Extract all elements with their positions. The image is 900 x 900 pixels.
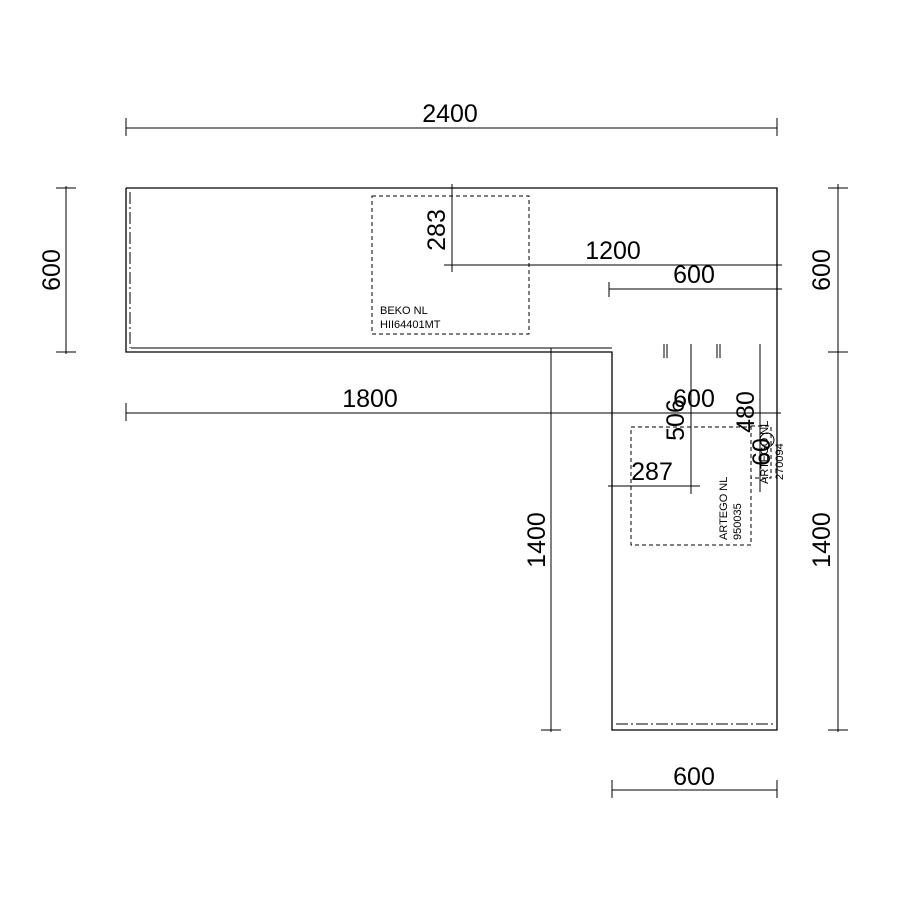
dim-sink-506: 506	[662, 344, 692, 494]
tap-brand: ARTEGO NL	[759, 421, 771, 484]
dim-sink-287-label: 287	[631, 458, 673, 486]
dim-right-leg-label: 1400	[808, 512, 836, 568]
hob-brand: BEKO NL	[380, 305, 428, 317]
dim-right-leg: 1400	[808, 352, 848, 732]
dim-hob-283: 283	[423, 184, 453, 272]
dim-600-lower-label: 600	[673, 385, 715, 413]
dim-1800: 1800 600	[125, 385, 781, 421]
dim-hob-600: 600	[608, 261, 782, 297]
dim-1800-label: 1800	[342, 385, 398, 413]
dim-hob-1200-label: 1200	[585, 237, 641, 265]
dim-tap-480-label: 480	[732, 391, 760, 433]
dim-top-width: 2400	[125, 100, 778, 136]
dim-right-depth-top: 600	[808, 184, 848, 353]
tap-hole-icon	[759, 432, 775, 448]
dim-hob-1200: 1200	[444, 237, 782, 266]
dim-left-leg: 1400	[523, 348, 561, 732]
dim-left-depth: 600	[38, 186, 76, 354]
tap-hole-markers	[663, 344, 721, 358]
worktop-outline	[125, 187, 778, 731]
sink-brand: ARTEGO NL	[718, 477, 730, 540]
dim-tap-480: 480	[732, 344, 761, 492]
sink-model: 950035	[732, 503, 744, 540]
dim-sink-287: 287	[608, 458, 700, 487]
hob-model: HII64401MT	[380, 319, 441, 331]
dim-bottom-width-label: 600	[673, 763, 715, 791]
tap-cutout: 60 ARTEGO NL 270094	[748, 421, 786, 484]
dim-left-depth-label: 600	[38, 249, 66, 291]
dim-right-depth-top-label: 600	[808, 249, 836, 291]
dim-hob-600-label: 600	[673, 261, 715, 289]
dim-sink-506-label: 506	[662, 399, 690, 441]
dim-small-60-label: 60	[748, 438, 776, 466]
dim-left-leg-label: 1400	[523, 512, 551, 568]
hob-cutout: BEKO NL HII64401MT	[371, 195, 530, 335]
tap-model: 270094	[774, 443, 786, 480]
dim-top-width-label: 2400	[422, 100, 478, 128]
dim-hob-283-label: 283	[423, 209, 451, 251]
dim-bottom-width: 600	[611, 763, 778, 798]
